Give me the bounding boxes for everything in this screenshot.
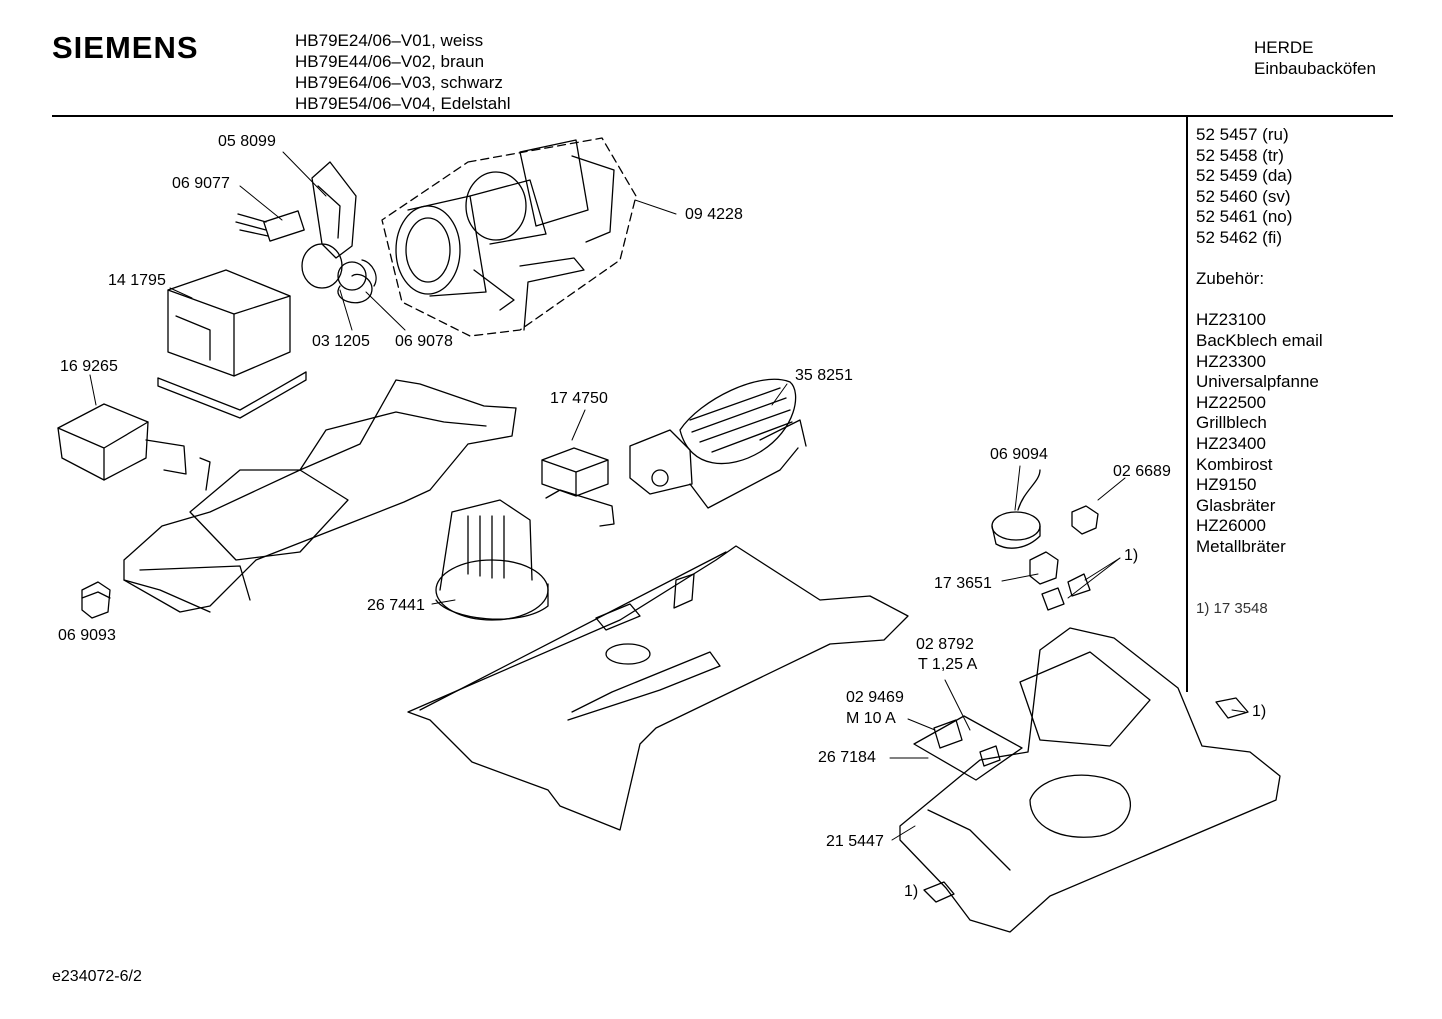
tangential-fan [629,378,807,509]
accessory-name: Kombirost [1196,454,1273,474]
part-label: 02 9469 [846,689,904,706]
accessory-name: Metallbräter [1196,536,1286,556]
part-label: 16 9265 [60,358,118,375]
category-block: HERDE Einbaubacköfen [1254,37,1376,79]
document-code: e234072-6/2 [52,968,142,985]
switch-part-069093 [81,581,111,619]
footnote: 1) 17 3548 [1196,599,1268,617]
oven-floor-assembly [899,627,1281,933]
part-label: 06 9078 [395,333,453,350]
relay-block [541,447,615,527]
upper-tray [123,379,517,613]
accessory-name: Glasbräter [1196,495,1276,515]
footnote-part-lower [923,697,1249,903]
thermostat-part [991,469,1041,549]
category-title: HERDE [1254,38,1314,57]
footnote-marker: 1) [1252,703,1267,720]
blower-assembly [381,137,637,337]
siemens-logo: SIEMENS [52,30,199,65]
sidebar: 52 5457 (ru) 52 5458 (tr) 52 5459 (da) 5… [1196,125,1323,619]
oven-baseplate [407,545,909,831]
part-label: 02 8792 [916,636,974,653]
doc-ref: 52 5458 (tr) [1196,145,1284,165]
transformer-part [157,269,307,419]
doc-ref: 52 5461 (no) [1196,207,1293,227]
accessory-code: HZ26000 [1196,516,1266,536]
accessory-name: BacKblech email [1196,330,1323,350]
header-divider [52,115,1393,117]
doc-ref: 52 5462 (fi) [1196,227,1282,247]
part-label: 35 8251 [795,367,853,384]
doc-ref: 52 5459 (da) [1196,166,1293,186]
convection-motor [435,499,549,621]
part-label: 14 1795 [108,272,166,289]
model-line-2: HB79E44/06–V02, braun [295,52,485,71]
accessory-code: HZ23400 [1196,433,1266,453]
accessory-code: HZ9150 [1196,475,1257,495]
part-label: 26 7441 [367,597,425,614]
part-label: 03 1205 [312,333,370,350]
category-subtitle: Einbaubacköfen [1254,59,1376,78]
accessory-name: Universalpfanne [1196,372,1319,392]
part-label: 06 9077 [172,175,230,192]
accessory-code: HZ23100 [1196,310,1266,330]
leader-lines [89,151,1246,841]
footnote-marker: 1) [904,883,919,900]
part-label: 09 4228 [685,206,743,223]
model-line-1: HB79E24/06–V01, weiss [295,31,484,50]
part-label: 21 5447 [826,833,884,850]
fuse-rating: T 1,25 A [918,656,978,673]
accessory-name: Grillblech [1196,413,1267,433]
small-components [1029,505,1099,611]
accessory-code: HZ22500 [1196,392,1266,412]
motor-bracket-part [235,161,377,304]
accessory-code: HZ23300 [1196,351,1266,371]
fuse-rating: M 10 A [846,710,896,727]
doc-ref: 52 5457 (ru) [1196,125,1289,144]
part-label: 17 4750 [550,390,608,407]
footnote-marker: 1) [1124,547,1139,564]
accessories-heading: Zubehör: [1196,269,1265,289]
part-label: 02 6689 [1113,463,1171,480]
part-label: 06 9094 [990,446,1048,463]
part-label: 06 9093 [58,627,116,644]
part-label: 17 3651 [934,575,992,592]
control-module-part [57,403,211,491]
doc-ref: 52 5460 (sv) [1196,186,1291,206]
model-line-3: HB79E64/06–V03, schwarz [295,73,503,92]
part-label: 05 8099 [218,133,276,150]
sidebar-divider [1186,117,1188,692]
model-line-4: HB79E54/06–V04, Edelstahl [295,94,511,113]
control-pcb [913,715,1023,781]
part-label: 26 7184 [818,749,876,766]
model-list: HB79E24/06–V01, weiss HB79E44/06–V02, br… [295,30,511,114]
